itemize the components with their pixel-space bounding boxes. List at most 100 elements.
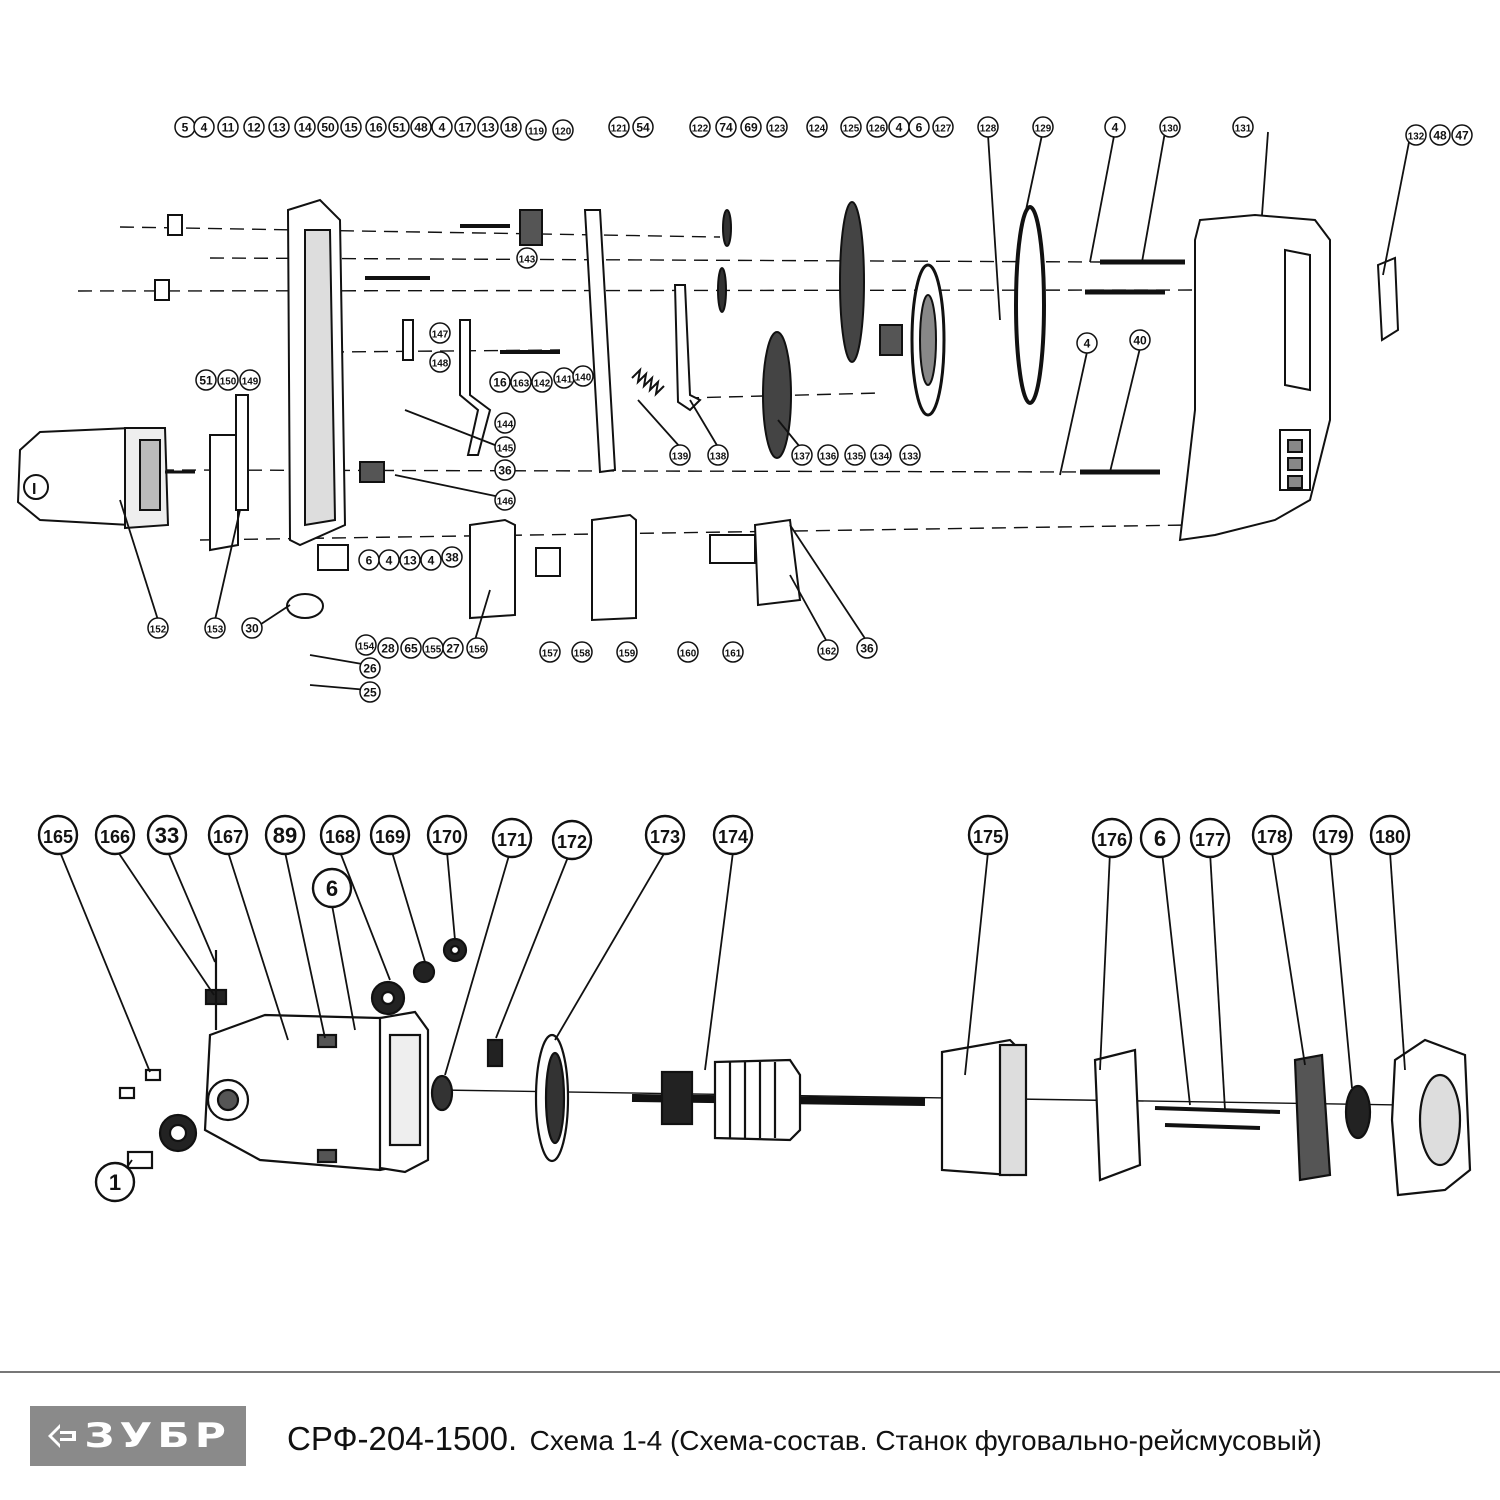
callout-label-33: 33 xyxy=(155,823,179,848)
callout-circle xyxy=(516,247,538,269)
callout-label-119: 119 xyxy=(528,126,544,137)
callout-circle xyxy=(442,637,464,659)
callout-label-89: 89 xyxy=(273,823,297,848)
callout-circle xyxy=(977,116,999,138)
callout-circle xyxy=(817,639,839,661)
callout-label-18: 18 xyxy=(504,120,518,134)
callout-circle xyxy=(494,412,516,434)
callout-label-48: 48 xyxy=(414,120,428,134)
callout-circle xyxy=(294,116,316,138)
callout-label-172: 172 xyxy=(557,832,587,852)
callout-label-51: 51 xyxy=(199,373,213,387)
callout-label-144: 144 xyxy=(497,419,514,430)
callout-circle xyxy=(264,814,306,856)
callout-circle xyxy=(429,351,451,373)
callout-circle xyxy=(217,116,239,138)
callout-label-168: 168 xyxy=(325,827,355,847)
callout-circle xyxy=(712,814,754,856)
callout-label-4: 4 xyxy=(439,120,446,134)
callout-label-130: 130 xyxy=(1162,123,1179,134)
callout-circle xyxy=(844,444,866,466)
callout-label-121: 121 xyxy=(611,123,628,134)
callout-label-11: 11 xyxy=(222,120,235,134)
callout-circle xyxy=(510,371,532,393)
callout-circle xyxy=(239,369,261,391)
model-number: СРФ-204-1500. xyxy=(287,1420,518,1457)
callout-circle xyxy=(525,119,547,141)
callout-label-179: 179 xyxy=(1318,827,1348,847)
callout-circle xyxy=(1451,124,1473,146)
callout-circle xyxy=(243,116,265,138)
callout-label-133: 133 xyxy=(902,451,919,462)
callout-label-156: 156 xyxy=(469,644,486,655)
callout-label-65: 65 xyxy=(404,641,418,655)
callout-label-6: 6 xyxy=(366,553,373,567)
footer-divider xyxy=(0,1371,1500,1373)
callout-label-131: 131 xyxy=(1235,123,1252,134)
callout-label-4: 4 xyxy=(428,553,435,567)
leader-lines xyxy=(59,131,1411,1181)
callout-circle xyxy=(616,641,638,663)
callout-circle xyxy=(217,369,239,391)
callout-circle xyxy=(1159,116,1181,138)
callout-label-132: 132 xyxy=(1408,131,1425,142)
callout-circle xyxy=(94,814,136,856)
callout-circle xyxy=(400,637,422,659)
callout-circle xyxy=(1129,329,1151,351)
callout-label-16: 16 xyxy=(493,375,507,389)
callout-label-150: 150 xyxy=(220,376,237,387)
callout-circle xyxy=(740,116,762,138)
callout-circle xyxy=(489,371,511,393)
callout-label-14: 14 xyxy=(298,120,312,134)
callout-label-161: 161 xyxy=(725,648,742,659)
callout-label-142: 142 xyxy=(534,378,551,389)
callout-label-28: 28 xyxy=(381,641,395,655)
callout-circle xyxy=(494,436,516,458)
callout-label-138: 138 xyxy=(710,451,727,462)
callout-label-158: 158 xyxy=(574,648,591,659)
callout-circle xyxy=(806,116,828,138)
callout-circle xyxy=(1312,814,1354,856)
footer: ЗУБР СРФ-204-1500. Схема 1-4 (Схема-сост… xyxy=(0,1373,1500,1500)
callout-label-173: 173 xyxy=(650,827,680,847)
callout-circle xyxy=(870,444,892,466)
callout-circle xyxy=(37,814,79,856)
callout-label-36: 36 xyxy=(860,641,874,655)
callout-circle xyxy=(1032,116,1054,138)
callout-label-17: 17 xyxy=(458,120,472,134)
callout-circle xyxy=(146,814,188,856)
document-title: СРФ-204-1500. Схема 1-4 (Схема-состав. С… xyxy=(287,1420,1322,1458)
callout-circle xyxy=(1251,814,1293,856)
callout-circle xyxy=(856,637,878,659)
callout-label-26: 26 xyxy=(363,661,377,675)
callout-circle xyxy=(539,641,561,663)
callout-circle xyxy=(94,1161,136,1203)
brand-arrow-icon xyxy=(48,1424,76,1448)
callout-circle xyxy=(689,116,711,138)
callout-circle xyxy=(1091,817,1133,859)
callout-circle xyxy=(932,116,954,138)
callout-circle xyxy=(319,814,361,856)
callout-circle xyxy=(454,116,476,138)
callout-circle xyxy=(426,814,468,856)
callout-label-146: 146 xyxy=(497,496,514,507)
callout-label-38: 38 xyxy=(445,550,459,564)
callout-label-36: 36 xyxy=(498,463,512,477)
callout-label-4: 4 xyxy=(896,120,903,134)
callout-circle xyxy=(1189,817,1231,859)
callout-label-16: 16 xyxy=(369,120,383,134)
callout-circle xyxy=(840,116,862,138)
callout-label-139: 139 xyxy=(672,451,689,462)
callout-circle xyxy=(608,116,630,138)
callout-circle xyxy=(669,444,691,466)
callout-label-166: 166 xyxy=(100,827,130,847)
callout-circle xyxy=(359,681,381,703)
callout-circle xyxy=(268,116,290,138)
callout-circle xyxy=(388,116,410,138)
callout-label-137: 137 xyxy=(794,451,811,462)
callout-circle xyxy=(429,322,451,344)
callout-circle xyxy=(420,549,442,571)
callout-label-5: 5 xyxy=(182,120,189,134)
callout-circle xyxy=(1429,124,1451,146)
